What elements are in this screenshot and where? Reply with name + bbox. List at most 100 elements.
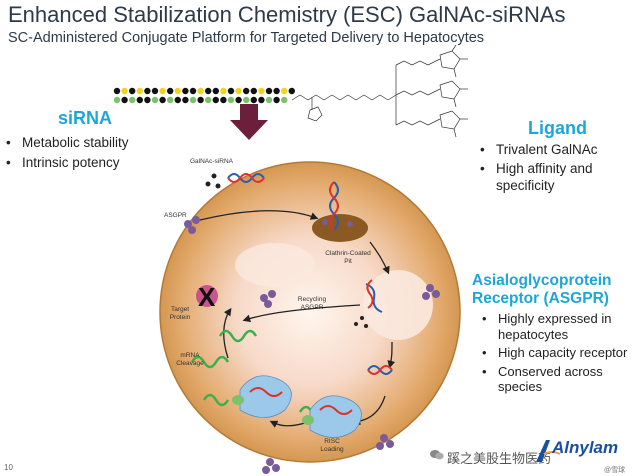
sense-bead (227, 87, 235, 95)
sense-bead (182, 87, 189, 95)
hepatocyte-diagram: X (159, 104, 461, 474)
sense-bead (167, 87, 174, 95)
asgpr-bullet: Highly expressed in hepatocytes (480, 311, 640, 342)
sense-bead (144, 87, 151, 95)
risc-label-line1: RISC (324, 438, 340, 445)
recycling-asgpr-label: Recycling ASGPR (292, 296, 332, 311)
recycling-arrow (242, 304, 361, 323)
risc-label-line2: Loading (320, 445, 344, 453)
antisense-bead (151, 96, 159, 104)
sense-bead (250, 87, 257, 95)
mrna-cleavage-label: mRNA Cleavage (170, 352, 210, 367)
risc-loading-label: RISC Loading (312, 438, 352, 453)
down-arrow-icon (230, 104, 268, 140)
galnac-chemical-structure (292, 45, 468, 138)
company-logo-text: Alnylam (552, 438, 619, 457)
endosome (235, 243, 315, 287)
sense-bead (159, 87, 166, 95)
clathrin-pit-label-line1: Clathrin-Coated (325, 250, 371, 257)
sense-bead (265, 87, 273, 95)
flow-arrow (387, 341, 396, 369)
asgpr-label: ASGPR (164, 212, 187, 219)
svg-text:X: X (198, 282, 216, 312)
antisense-bead (205, 96, 212, 104)
clathrin-pit (312, 214, 368, 242)
sirna-helix-icon (367, 365, 393, 375)
ligand-bullet: High affinity and specificity (478, 160, 638, 194)
mrna-label-line1: mRNA (180, 352, 200, 359)
ligand-heading: Ligand (528, 118, 587, 138)
antisense-bead (174, 96, 181, 104)
antisense-bead (250, 96, 257, 104)
ligand-bullet: Trivalent GalNAc (478, 141, 638, 158)
ligand-bullet-list: Trivalent GalNAc High affinity and speci… (478, 141, 638, 196)
antisense-bead (212, 96, 219, 104)
antisense-bead (136, 96, 143, 104)
antisense-bead (144, 96, 151, 104)
sense-bead (197, 87, 204, 95)
page-subtitle: SC-Administered Conjugate Platform for T… (8, 30, 485, 46)
watermark-text: 蹊之美股生物医药 (447, 451, 552, 466)
target-label-line2: Protein (169, 313, 191, 321)
antisense-bead (167, 96, 174, 104)
target-label-line1: Target (170, 306, 190, 313)
sense-bead (129, 87, 136, 95)
asgpr-heading: Asialoglycoprotein Receptor (ASGPR) (472, 272, 640, 308)
sense-bead (273, 87, 280, 95)
antisense-bead (258, 96, 265, 104)
asgpr-bullet-list: Highly expressed in hepatocytes High cap… (480, 311, 640, 398)
antisense-bead (159, 96, 166, 104)
hepatocyte-cell (159, 161, 461, 463)
sense-bead (243, 87, 250, 95)
target-protein-icon: X (196, 282, 218, 312)
clathrin-pit-label: Clathrin-Coated Pit (318, 250, 378, 265)
antisense-bead (220, 96, 227, 104)
sirna-helix-icon (365, 279, 383, 313)
sense-bead (235, 87, 242, 95)
page-title: Enhanced Stabilization Chemistry (ESC) G… (8, 2, 566, 27)
antisense-bead (227, 96, 235, 104)
antisense-bead (235, 96, 242, 104)
antisense-bead (129, 96, 136, 104)
antisense-bead (197, 96, 204, 104)
flow-arrow (199, 210, 319, 221)
sense-bead (281, 87, 288, 95)
page-number: 10 (4, 463, 13, 472)
sense-bead (174, 87, 181, 95)
sirna-bullet-list: Metabolic stability Intrinsic potency (4, 133, 129, 173)
endosome (363, 270, 433, 340)
target-protein-label: Target Protein (160, 306, 200, 321)
asgpr-heading-line1: Asialoglycoprotein (472, 272, 612, 289)
sense-bead (288, 87, 295, 95)
sense-bead (151, 87, 159, 95)
risc-complex-icon (302, 395, 362, 438)
antisense-bead (121, 96, 128, 104)
mrna-label-line2: Cleavage (176, 359, 204, 367)
sense-bead (212, 87, 219, 95)
source-watermark: @雪球 (604, 467, 626, 474)
sense-bead (121, 87, 128, 95)
antisense-bead (281, 96, 288, 104)
asgpr-heading-line2: Receptor (ASGPR) (472, 290, 609, 307)
antisense-bead (182, 96, 189, 104)
risc-complex-icon (232, 375, 292, 418)
sense-bead (136, 87, 143, 95)
sirna-bullet: Metabolic stability (4, 133, 129, 153)
sense-bead (258, 87, 265, 95)
galnac-sirna-label: GalNAc-siRNA (190, 158, 233, 165)
wechat-icon (430, 450, 444, 460)
alnylam-logo-icon (536, 440, 561, 462)
antisense-bead (273, 96, 280, 104)
asgpr-bullet: High capacity receptor (480, 345, 640, 361)
asgpr-receptor-icon (184, 216, 440, 474)
sirna-bullet: Intrinsic potency (4, 153, 129, 173)
recycling-label-line1: Recycling (297, 296, 327, 303)
recycling-label-line2: ASGPR (300, 303, 324, 311)
sirna-helix-icon (227, 173, 265, 183)
sense-bead (189, 87, 197, 95)
antisense-bead (265, 96, 273, 104)
sirna-helix-icon (329, 181, 339, 231)
sense-bead (220, 87, 227, 95)
sirna-heading: siRNA (58, 108, 113, 128)
sense-bead (205, 87, 212, 95)
